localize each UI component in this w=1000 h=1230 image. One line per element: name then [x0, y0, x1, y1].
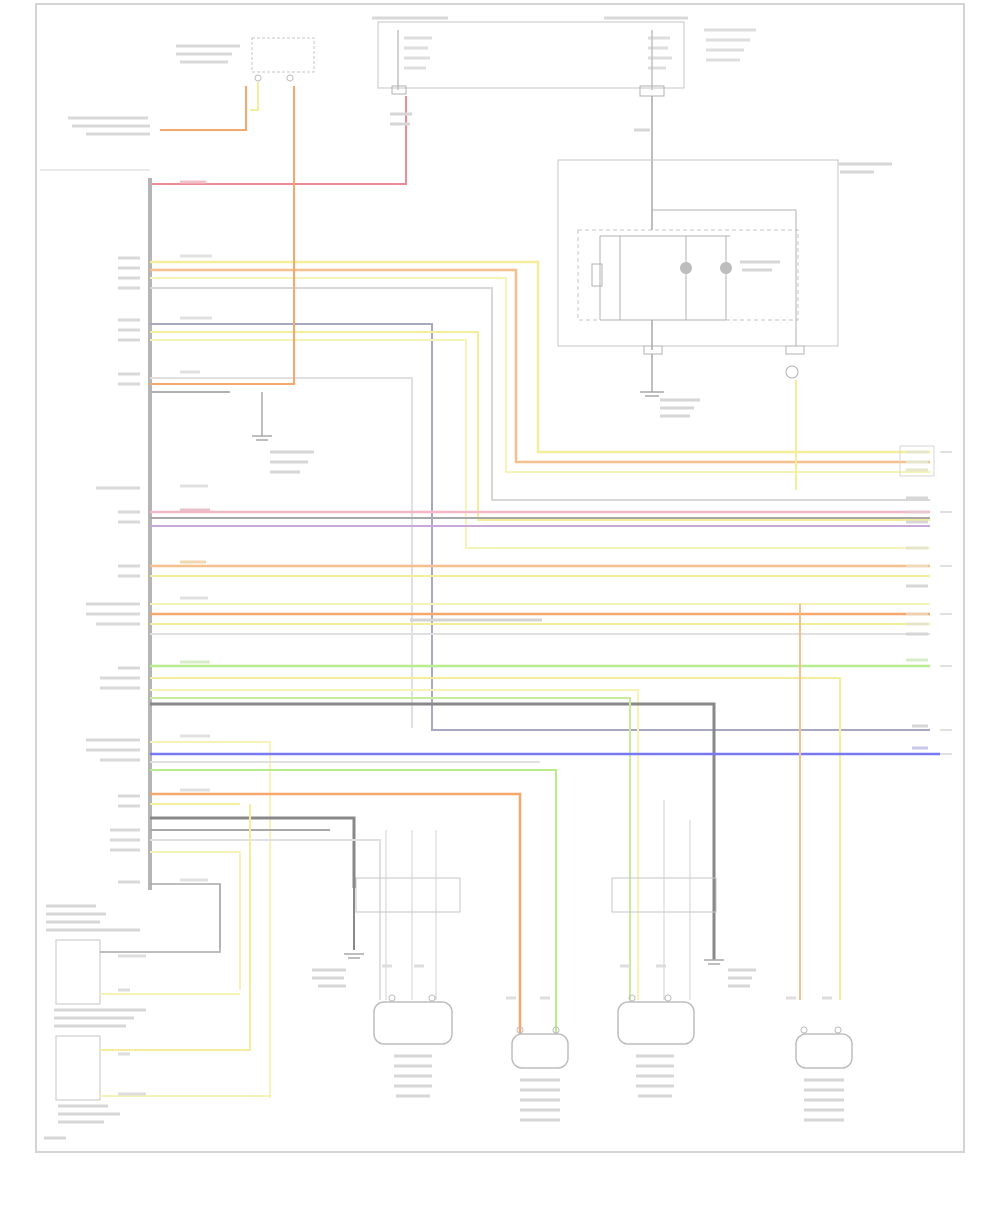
wire-gray-6: [150, 816, 356, 888]
right-edge-arrows: [940, 451, 952, 755]
left-sensor-label: [68, 116, 150, 136]
wire-green-2: [150, 697, 631, 1000]
bottom-left-sensor-box-1: [55, 939, 101, 1005]
wire-orange-1: [150, 268, 930, 464]
wire-code-labels: [180, 180, 212, 882]
wire-yellow-11: [150, 851, 241, 990]
top-fuse-box: [377, 21, 685, 89]
sensor-3: [617, 994, 695, 1098]
relay-inner-box: [577, 229, 799, 321]
top-left-component-box: [251, 37, 315, 73]
wire-yellow-9: [150, 741, 271, 1098]
wire-light-2: [150, 377, 413, 728]
relay-block-text: [740, 162, 892, 272]
relay-internals: [591, 196, 805, 355]
sensor-pin-labels: [382, 964, 832, 1000]
top-left-component-pins: [254, 74, 294, 82]
wire-green-3: [150, 769, 557, 1034]
wire-gray-5: [150, 702, 716, 960]
wire-orange-2: [150, 86, 295, 385]
bottom-ground-symbols: [312, 953, 756, 988]
bottom-connector-pins: [353, 800, 691, 1000]
wire-yellow-1: [150, 260, 930, 454]
module-pin-labels: [86, 256, 140, 884]
sensor-4: [795, 1026, 853, 1122]
right-connector-labels: [899, 445, 935, 750]
fuse-labels: [390, 112, 650, 132]
top-left-component-text: [176, 44, 240, 64]
bottom-left-sensor-labels: [46, 904, 146, 1124]
wire-yellow-2: [150, 277, 930, 473]
ground-symbol-relay: [640, 354, 700, 418]
relay-connector: [785, 365, 799, 379]
sensor-2: [511, 1026, 569, 1122]
wire-yellow-3: [150, 331, 930, 521]
wire-red-fuse: [150, 96, 407, 185]
diagram-frame: [35, 3, 965, 1153]
top-fuse-box-text: [372, 16, 756, 70]
bottom-left-sensor-wires: [100, 804, 270, 1097]
top-fuse-box-fuses: [391, 30, 665, 97]
bottom-connector-left: [355, 877, 461, 913]
wire-light-4: [150, 689, 639, 1000]
wire-light-1: [150, 287, 930, 501]
relay-block: [557, 159, 839, 347]
ground-symbol-left: [252, 392, 314, 474]
sensor-1: [373, 994, 453, 1098]
wire-gray-8: [150, 883, 221, 948]
wire-orange-top-left: [160, 86, 247, 131]
wire-orange-5: [150, 792, 522, 1034]
wire-yellow-8: [150, 677, 841, 1000]
wire-yellow-4: [150, 339, 930, 549]
wire-light-6: [150, 839, 381, 1000]
wire-yellow-top-left: [250, 82, 259, 111]
bottom-left-sensor-box-2: [55, 1035, 101, 1101]
